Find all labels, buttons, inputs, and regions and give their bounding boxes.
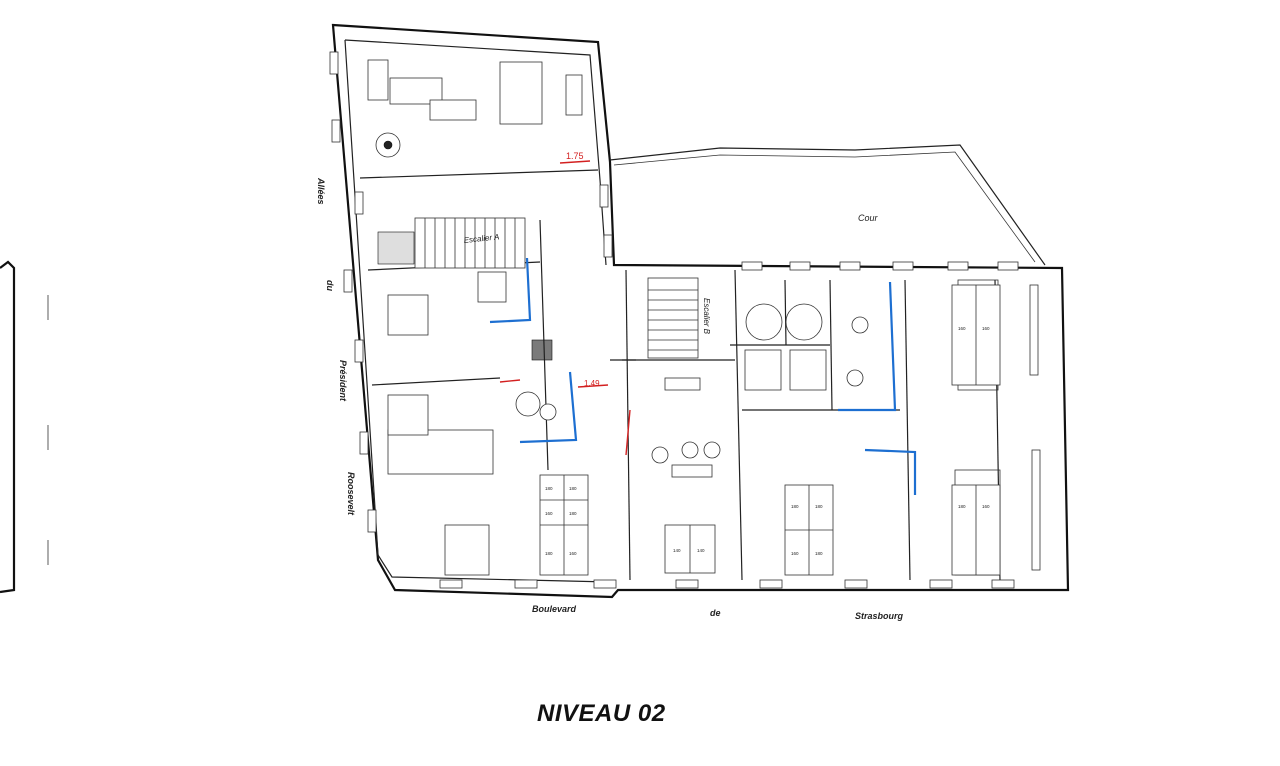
office-desks: [387, 271, 1001, 576]
street-label-left-1: Allées: [316, 177, 326, 205]
desk-code: 140: [673, 548, 681, 553]
street-label-left-3: Président: [338, 360, 348, 402]
street-label-left-2: du: [325, 280, 335, 291]
meeting-room-furniture: [367, 59, 583, 158]
desk-codes: 180 180 160 180 180 160 140 140 180 180 …: [545, 326, 990, 556]
windows: [329, 51, 1041, 589]
adjacent-plan-edge: [0, 260, 49, 594]
street-label-bottom-3: Strasbourg: [855, 611, 904, 621]
desk-code: 160: [958, 326, 966, 331]
desk-code: 180: [545, 551, 553, 556]
desk-code: 180: [569, 486, 577, 491]
accessibility-marking: [489, 257, 917, 495]
street-label-bottom-1: Boulevard: [532, 604, 577, 614]
dimension-label-1: 1.75: [566, 151, 584, 161]
courtyard-label: Cour: [858, 213, 879, 223]
desk-code: 180: [815, 551, 823, 556]
desk-code: 160: [545, 511, 553, 516]
sanitary-rooms: [744, 303, 869, 391]
stair-a: [377, 217, 526, 269]
desk-code: 160: [982, 504, 990, 509]
street-labels-bottom: Boulevard de Strasbourg: [532, 604, 904, 621]
desk-code: 180: [569, 511, 577, 516]
stair-a-label: Escalier A: [463, 232, 499, 245]
desk-code: 180: [958, 504, 966, 509]
street-label-bottom-2: de: [710, 608, 721, 618]
dimension-label-2: 1.49: [584, 379, 600, 388]
street-labels-left: Allées du Président Roosevelt: [316, 177, 356, 516]
desk-code: 160: [569, 551, 577, 556]
stair-b-label: Escalier B: [702, 298, 711, 335]
desk-code: 160: [982, 326, 990, 331]
stair-b: [647, 277, 699, 359]
building-outline: [331, 23, 1070, 599]
desk-code: 160: [791, 551, 799, 556]
desk-code: 140: [697, 548, 705, 553]
desk-code: 180: [815, 504, 823, 509]
dimension-marks: [499, 160, 631, 456]
level-title: NIVEAU 02: [537, 700, 666, 727]
street-label-left-4: Roosevelt: [346, 472, 356, 516]
desk-code: 180: [545, 486, 553, 491]
desk-code: 180: [791, 504, 799, 509]
